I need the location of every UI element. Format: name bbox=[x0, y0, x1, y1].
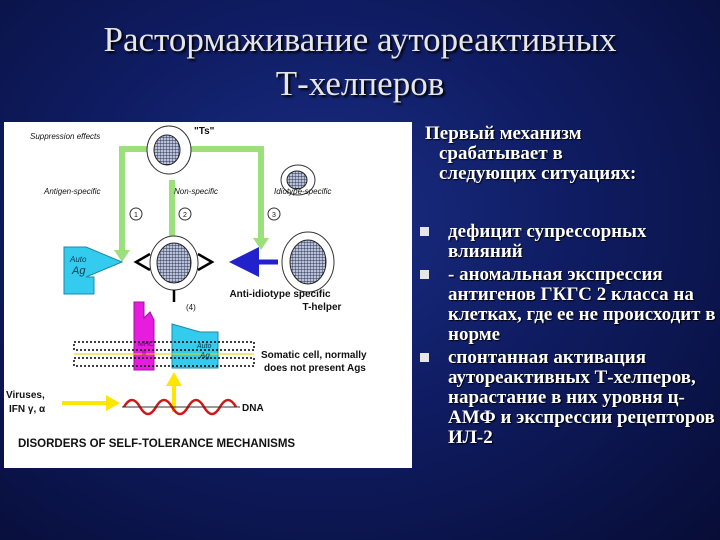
bullet-square-icon bbox=[420, 353, 429, 362]
bullet-text: спонтанная активация аутореактивных Т-хе… bbox=[448, 347, 715, 448]
number-4: (4) bbox=[186, 303, 196, 312]
auto-ag-label-2: Ag bbox=[71, 265, 86, 277]
somatic-label-2: does not present Ags bbox=[264, 363, 366, 374]
number-3: 3 bbox=[272, 212, 276, 219]
number-1: 1 bbox=[134, 212, 138, 219]
suppression-effects-label: Suppression effects bbox=[30, 132, 100, 141]
auto-ag-label-1: Auto bbox=[69, 255, 87, 264]
antigen-specific-label: Antigen-specific bbox=[43, 187, 100, 196]
idiotype-cell bbox=[280, 164, 316, 196]
mhc-ii-shape bbox=[133, 301, 155, 371]
auto-ag2-label-1: Auto bbox=[196, 343, 212, 350]
virus-arrowhead bbox=[106, 395, 120, 411]
number-1-circle bbox=[129, 207, 143, 221]
anti-idiotype-t-helper bbox=[281, 231, 335, 293]
figure-caption: DISORDERS OF SELF-TOLERANCE MECHANISMS bbox=[18, 438, 295, 450]
self-tolerance-figure: Suppression effects "Ts" Antigen-specifi… bbox=[4, 122, 412, 468]
figure-diagram: Suppression effects "Ts" Antigen-specifi… bbox=[6, 125, 367, 450]
anti-idiotype-label-2: T-helper bbox=[303, 302, 342, 313]
mhc-label-1: MHC bbox=[138, 341, 154, 348]
mechanism-text: Первый механизм срабатывает в следующих … bbox=[420, 124, 716, 451]
cell-membrane bbox=[73, 341, 255, 367]
number-2: 2 bbox=[183, 212, 187, 219]
viruses-label-2: IFN γ, α bbox=[9, 404, 46, 415]
title-line-1: Растормаживание аутореактивных bbox=[103, 20, 617, 59]
ts-cell bbox=[146, 125, 192, 175]
idiotype-specific-label: Idiotype-specific bbox=[274, 187, 331, 196]
suppression-pathways bbox=[119, 146, 264, 252]
number-2-circle bbox=[178, 207, 192, 221]
bullet-text: дефицит супрессорных влияний bbox=[448, 221, 647, 262]
number-3-circle bbox=[267, 207, 281, 221]
viruses-label-1: Viruses, bbox=[6, 390, 45, 401]
lead-line-3: следующих ситуациях: bbox=[439, 163, 637, 184]
bullet-square-icon bbox=[420, 270, 429, 279]
central-t-helper bbox=[149, 235, 199, 291]
bullet-item: спонтанная активация аутореактивных Т-хе… bbox=[420, 348, 716, 448]
lead-line-1: Первый механизм bbox=[425, 123, 582, 144]
dna-wave bbox=[122, 398, 238, 416]
bullet-text: - аномальная экспрессия антигенов ГКГС 2… bbox=[448, 264, 716, 345]
anti-idiotype-label-1: Anti-idiotype specific bbox=[229, 289, 331, 300]
ts-label: "Ts" bbox=[194, 126, 215, 137]
bullet-square-icon bbox=[420, 227, 429, 236]
non-specific-label: Non-specific bbox=[174, 187, 218, 196]
bullet-item: - аномальная экспрессия антигенов ГКГС 2… bbox=[420, 265, 716, 345]
auto-ag2-label-2: Ag bbox=[199, 351, 210, 360]
bullet-item: дефицит супрессорных влияний bbox=[420, 222, 716, 262]
lead-paragraph: Первый механизм срабатывает в следующих … bbox=[420, 124, 716, 184]
auto-ag-shape bbox=[63, 246, 124, 295]
dna-label: DNA bbox=[242, 403, 264, 414]
receptor-lines bbox=[133, 252, 215, 302]
somatic-label-1: Somatic cell, normally bbox=[261, 350, 367, 361]
dna-up-arrowhead bbox=[166, 372, 182, 386]
bullet-list: дефицит супрессорных влияний - аномальна… bbox=[420, 222, 716, 448]
lead-line-2: срабатывает в bbox=[439, 143, 563, 164]
mhc-label-2: II bbox=[142, 350, 146, 357]
slide-title: Растормаживание аутореактивных Т-хелперо… bbox=[0, 18, 720, 106]
title-line-2: Т-хелперов bbox=[275, 64, 445, 103]
